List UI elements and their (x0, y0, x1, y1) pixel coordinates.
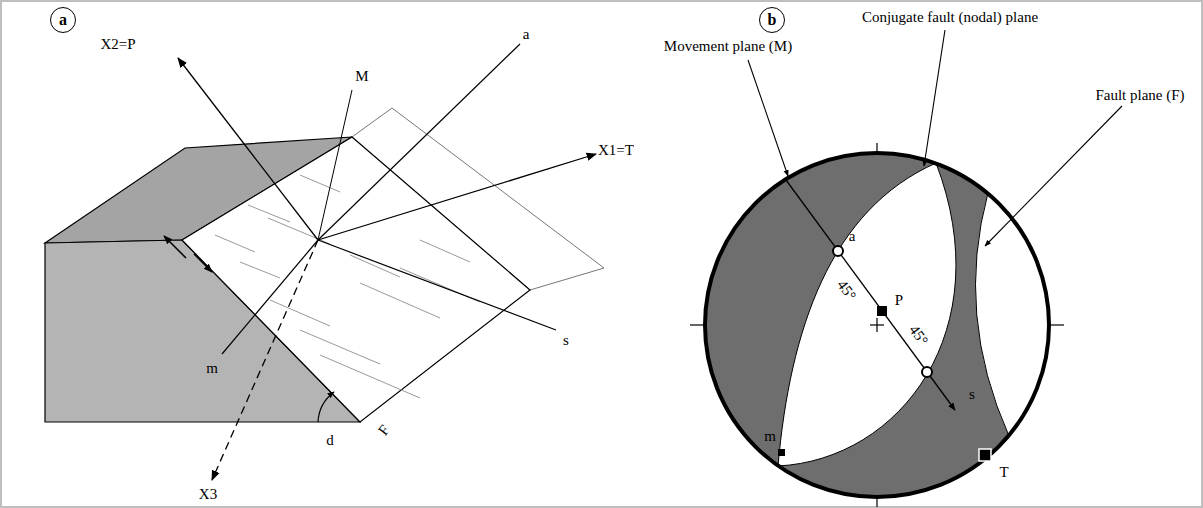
axis-label: P (895, 292, 903, 309)
axis-label: a (523, 26, 530, 43)
axis-label: s (563, 332, 569, 349)
axis-label: m (764, 428, 776, 445)
axis-label: M (355, 68, 368, 85)
panel-letter: a (59, 12, 67, 28)
panel-letter: b (768, 12, 777, 28)
axis-label: F (375, 422, 393, 439)
axis-label: d (326, 432, 334, 449)
axis-label: Conjugate fault (nodal) plane (862, 9, 1038, 26)
axis-label: X3 (199, 486, 217, 503)
axis-label: a (849, 228, 856, 245)
axis-label: Fault plane (F) (1095, 87, 1184, 104)
axis-label: Movement plane (M) (664, 38, 792, 55)
panel-badge: b (759, 7, 785, 33)
axis-label: m (206, 360, 218, 377)
axis-label: X2=P (100, 36, 135, 53)
axis-label: s (969, 386, 975, 403)
axis-label: X1=T (598, 142, 634, 159)
axis-label: T (999, 464, 1008, 481)
panel-badge: a (50, 7, 76, 33)
